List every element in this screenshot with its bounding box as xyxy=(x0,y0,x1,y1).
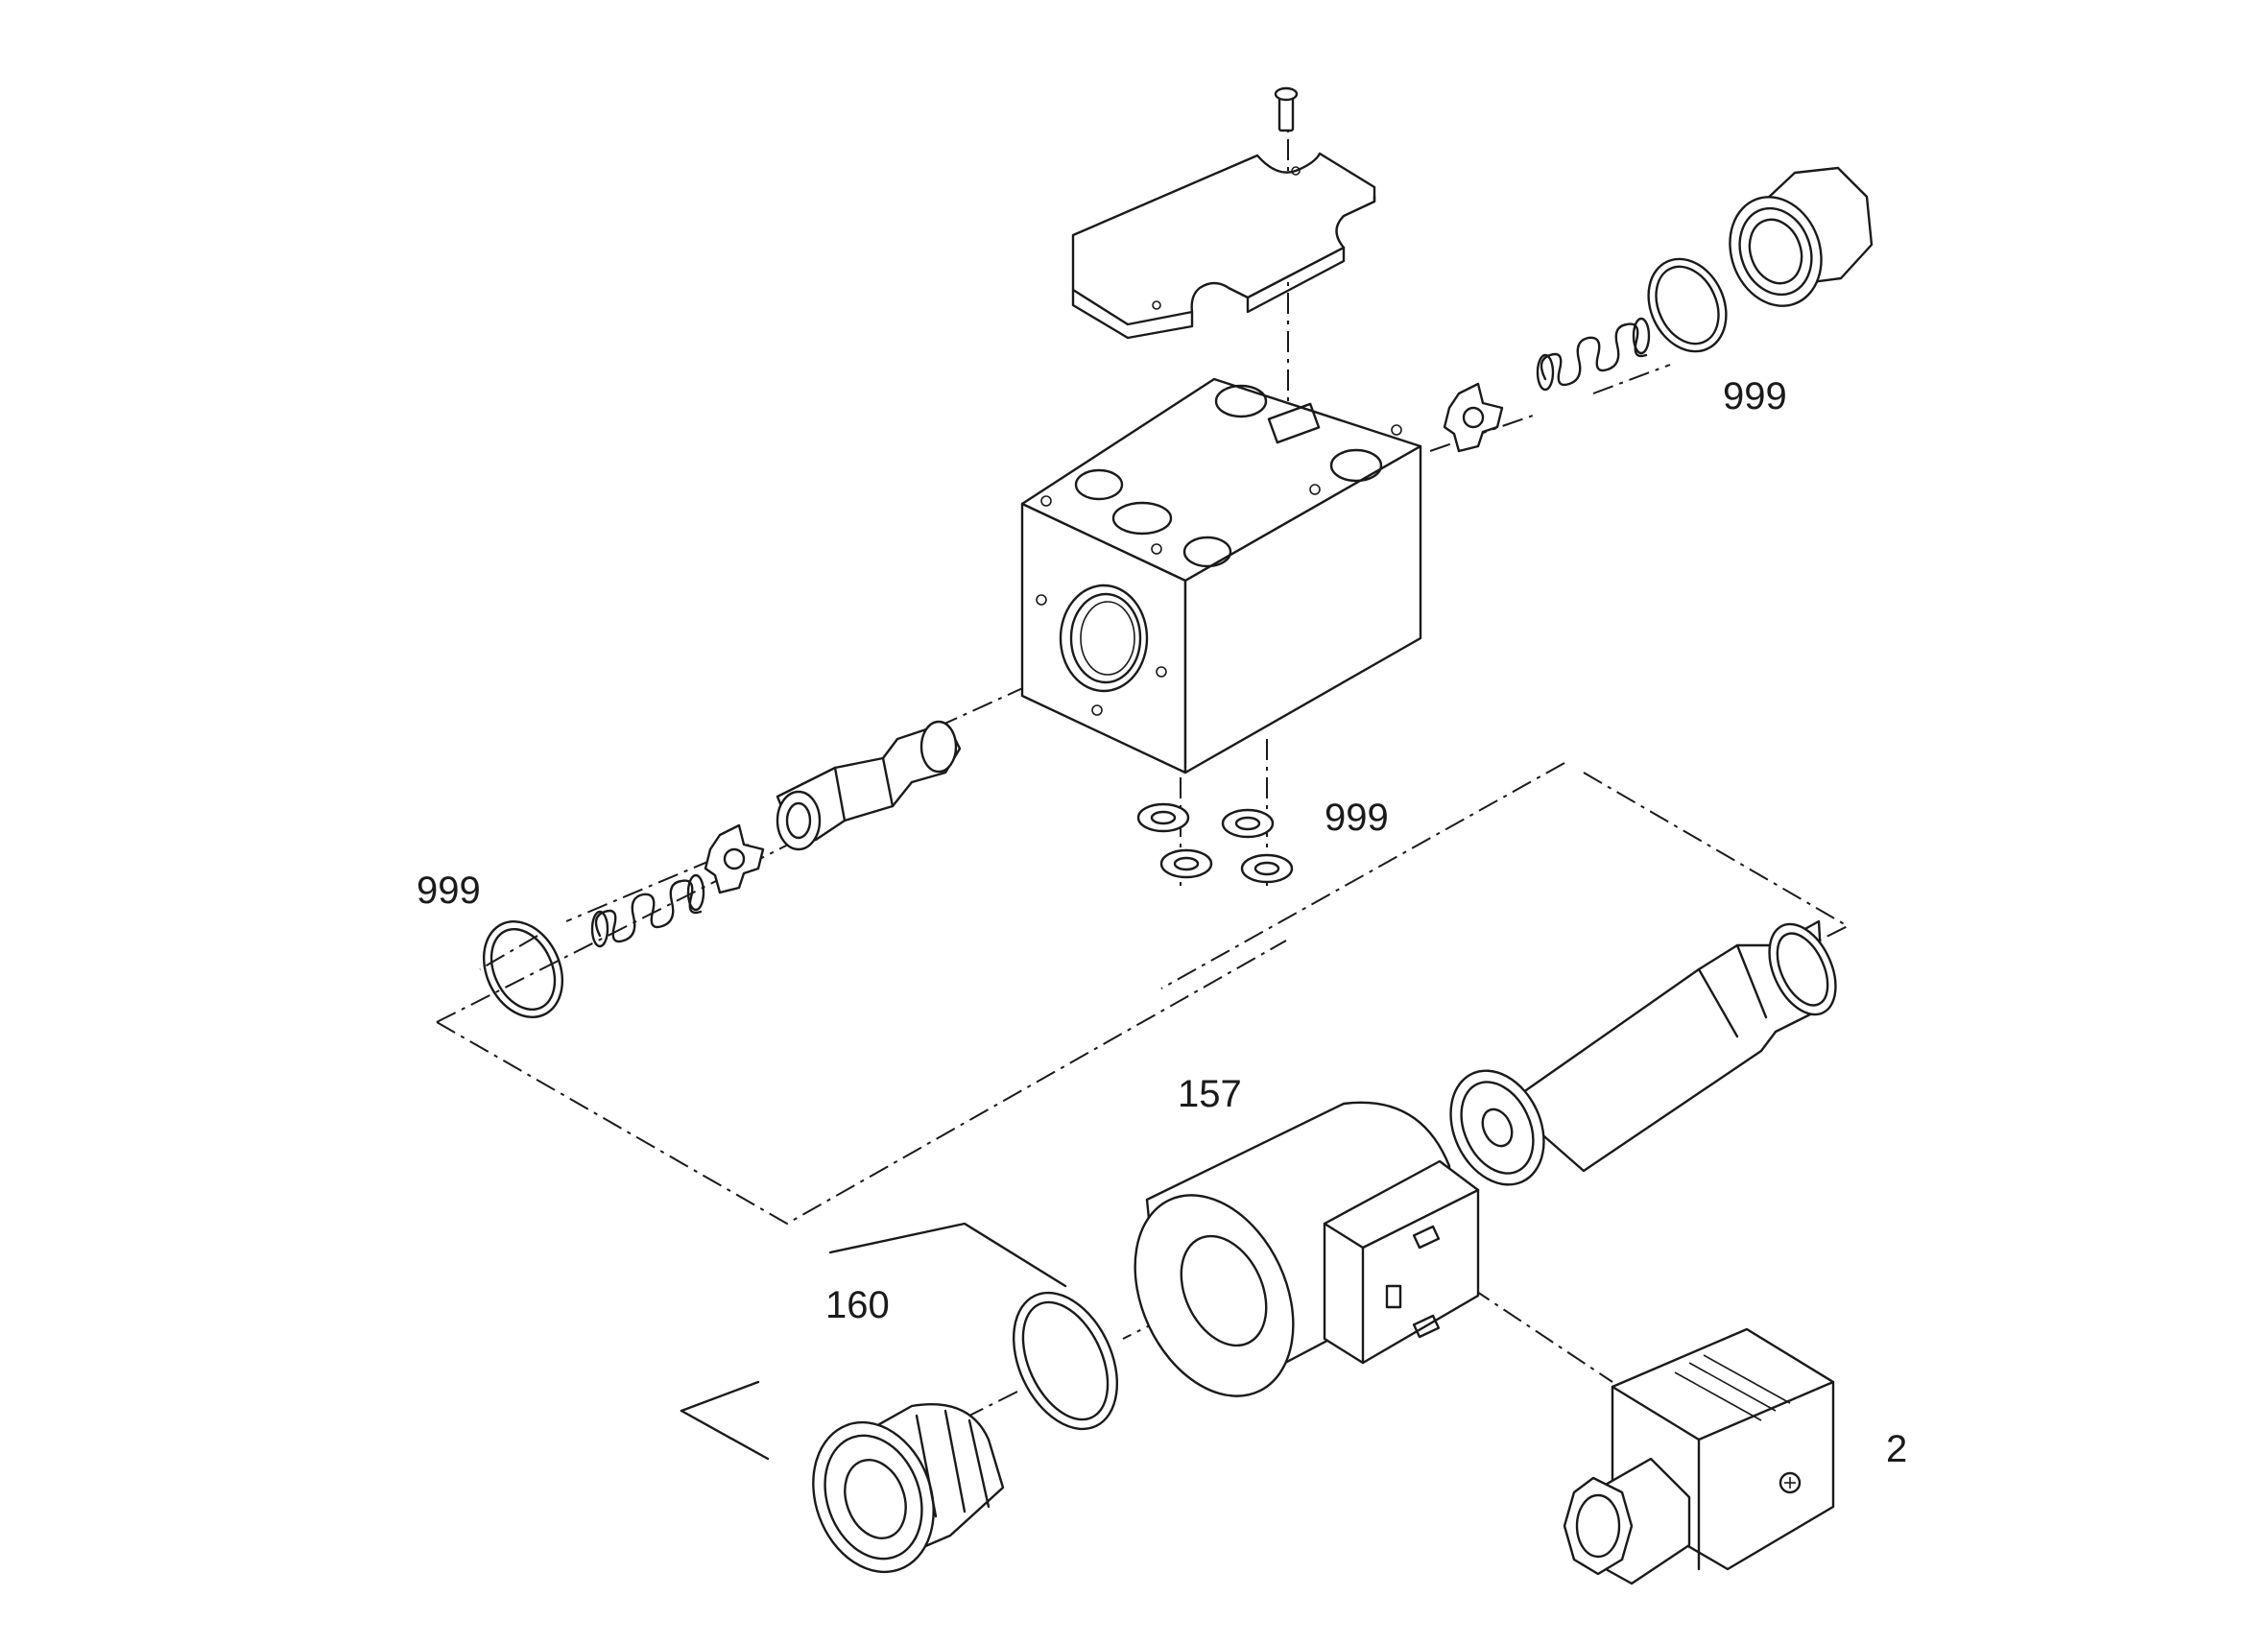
star-washer-left xyxy=(704,823,765,894)
cover-plate-part xyxy=(1071,152,1376,340)
coil-part xyxy=(1134,1101,1480,1397)
callout-nut-kit: 160 xyxy=(825,1284,890,1326)
valve-body-part xyxy=(1020,377,1422,774)
connector-plug-part xyxy=(1563,1327,1835,1585)
callout-seal-left: 999 xyxy=(417,870,481,912)
o-ring-top-right xyxy=(1647,257,1728,353)
o-ring-left xyxy=(482,920,564,1018)
spool-part xyxy=(776,720,962,851)
spring-left xyxy=(590,873,705,948)
callout-connector: 2 xyxy=(1886,1428,1908,1470)
leader-lines xyxy=(680,1222,1067,1461)
knurled-nut-part xyxy=(812,1402,1005,1574)
star-washer-right xyxy=(1443,382,1504,453)
o-ring-coil xyxy=(1012,1291,1119,1431)
solenoid-tube-part xyxy=(1449,919,1837,1186)
spring-right xyxy=(1536,317,1651,392)
callout-seal-top-right: 999 xyxy=(1723,375,1787,417)
threaded-plug-part xyxy=(1729,166,1874,307)
pin-part xyxy=(1274,86,1299,132)
callout-seals-bottom: 999 xyxy=(1325,797,1389,839)
callout-coil: 157 xyxy=(1178,1073,1242,1115)
seal-rings-bottom xyxy=(1136,802,1294,884)
